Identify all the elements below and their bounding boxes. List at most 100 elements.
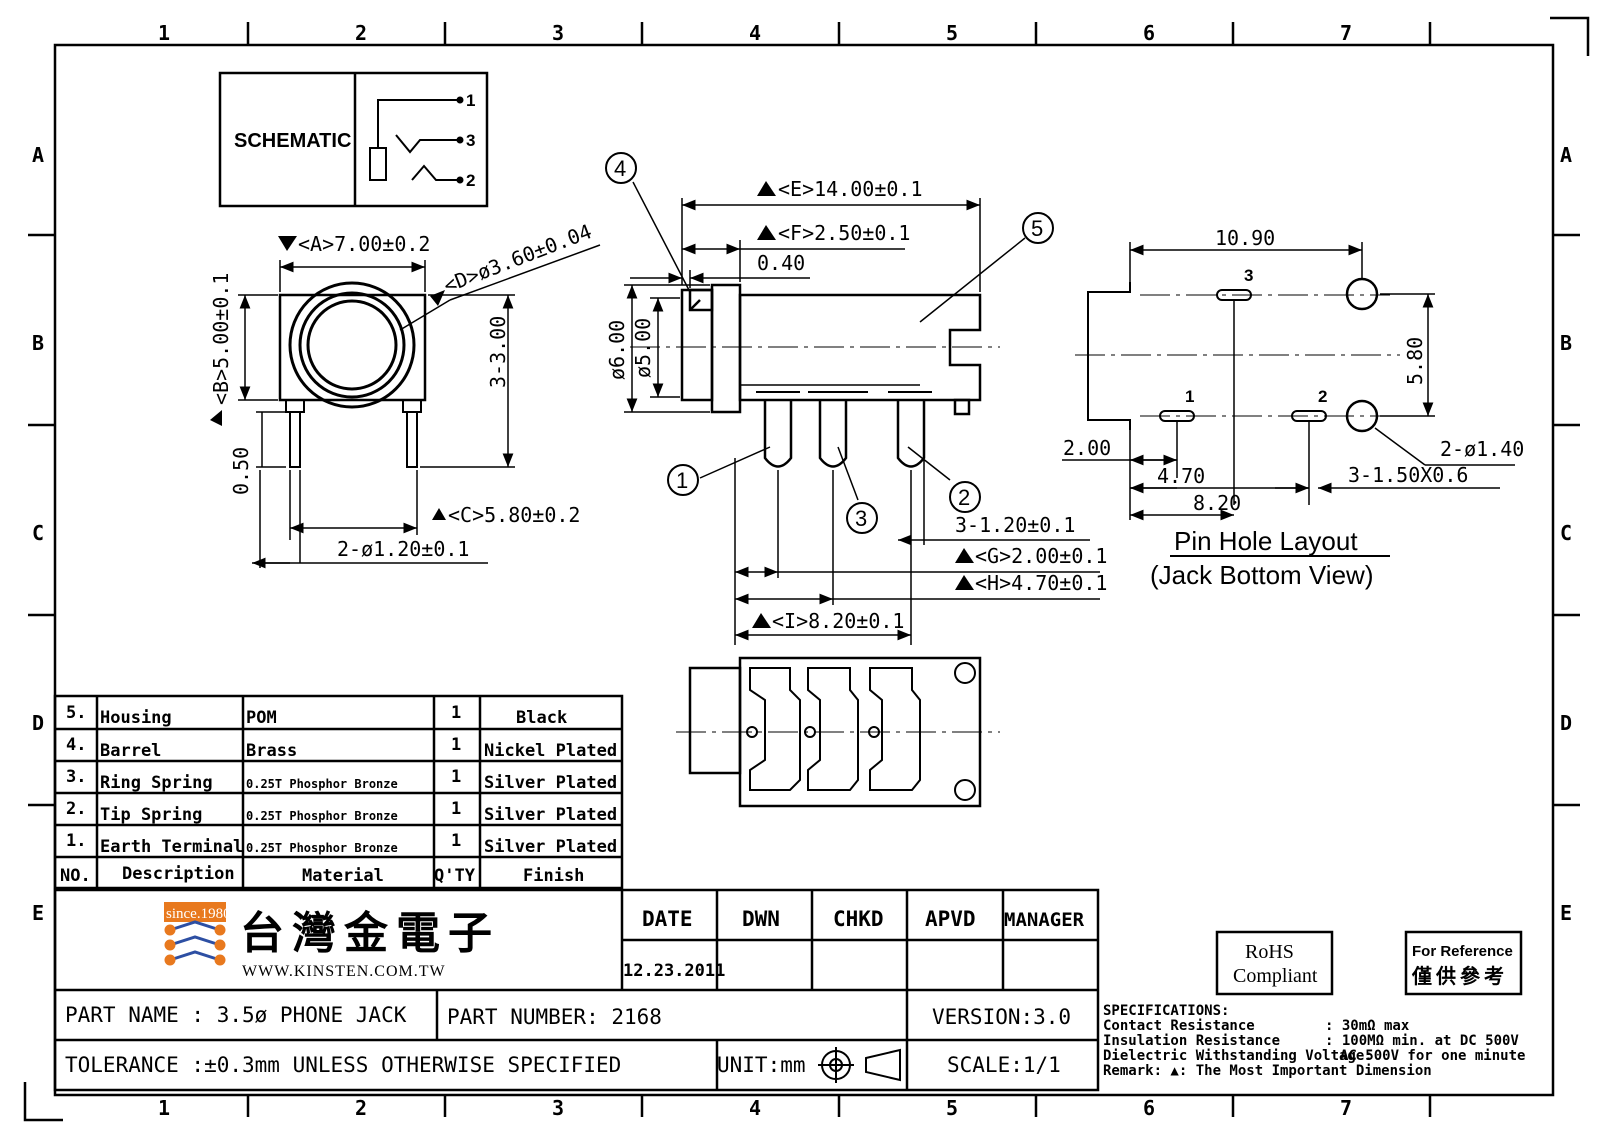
part-name: PART NAME : 3.5ø PHONE JACK (65, 1003, 407, 1027)
bom-row-5-no: 5. (66, 703, 86, 723)
spec-dielectric-label: Dielectric Withstanding Voltage: (1103, 1048, 1373, 1064)
col-manager: MANAGER (1004, 909, 1085, 931)
col-dwn: DWN (742, 907, 780, 931)
callout-4: 4 (614, 156, 626, 181)
callouts (605, 152, 1054, 534)
bom-row-5-mat: POM (246, 708, 277, 728)
bom-row-4-desc: Barrel (100, 741, 161, 761)
reference-badge: For Reference 僅供參考 (1404, 930, 1523, 996)
col-label-bottom-3: 3 (552, 1096, 564, 1120)
unit: UNIT:mm (717, 1053, 806, 1077)
schematic-pin-2: 2 (466, 171, 475, 190)
grid-labels: 1 2 3 4 5 6 7 1 2 3 4 5 6 7 A B C D E A … (32, 21, 1572, 1120)
dim-1090: 10.90 (1215, 226, 1275, 250)
schematic-symbol (369, 96, 464, 184)
col-label-top-6: 6 (1143, 21, 1155, 45)
col-chkd: CHKD (833, 907, 884, 931)
callout-5: 5 (1031, 216, 1043, 241)
row-label-right-c: C (1560, 521, 1572, 545)
dim-200: 2.00 (1063, 436, 1111, 460)
callout-2: 2 (958, 485, 970, 510)
bom-row-3-desc: Ring Spring (100, 773, 213, 793)
bom-header-material: Material (302, 866, 384, 886)
col-date: DATE (642, 907, 693, 931)
front-view: <A>7.00±0.2 <D>ø3.60±0.04 <B>5.00±0.1 3-… (209, 219, 601, 569)
bom-row-1-desc: Earth Terminal (100, 837, 243, 857)
bom-table: 5. Housing POM 1 Black 4. Barrel Brass 1… (53, 694, 624, 890)
bom-row-2-mat: 0.25T Phosphor Bronze (246, 809, 398, 823)
bom-header-no: NO. (60, 866, 91, 886)
bom-row-5-desc: Housing (100, 708, 172, 728)
dim-slot: 3-1.50X0.6 (1348, 463, 1468, 487)
bom-row-3-mat: 0.25T Phosphor Bronze (246, 777, 398, 791)
bom-header-finish: Finish (523, 866, 584, 886)
projection-symbol-icon (818, 1047, 901, 1083)
col-label-bottom-1: 1 (158, 1096, 170, 1120)
pin-label-1: 1 (1185, 387, 1194, 406)
reference-line-1: For Reference (1412, 943, 1513, 960)
dim-i: <I>8.20±0.1 (772, 609, 904, 633)
dim-pin-len: 0.50 (229, 447, 253, 495)
title-block: since.1980 台灣金電子 WWW.KINSTEN.COM.TW DATE… (53, 888, 1100, 1092)
specifications: SPECIFICATIONS: Contact Resistance : 30m… (1103, 1003, 1525, 1079)
dim-g: <G>2.00±0.1 (975, 544, 1107, 568)
row-label-left-b: B (32, 331, 44, 355)
col-label-bottom-2: 2 (355, 1096, 367, 1120)
bom-row-3-qty: 1 (451, 767, 461, 787)
row-label-left-d: D (32, 711, 44, 735)
row-label-right-e: E (1560, 901, 1572, 925)
bom-row-2-no: 2. (66, 799, 86, 819)
dim-height: 3-3.00 (486, 316, 510, 388)
bom-row-3-finish: Silver Plated (484, 773, 617, 793)
side-view: <E>14.00±0.1 <F>2.50±0.1 0.40 ø6.00 ø5.0… (605, 152, 1107, 645)
col-label-top-4: 4 (749, 21, 761, 45)
callout-1: 1 (676, 468, 688, 493)
logo-mark-icon (164, 920, 226, 966)
schematic-box: SCHEMATIC 1 3 2 (218, 71, 489, 208)
spec-insulation-label: Insulation Resistance (1103, 1033, 1280, 1049)
dim-c: <C>5.80±0.2 (448, 503, 580, 527)
spec-dielectric-value: AC 500V for one minute (1340, 1048, 1525, 1064)
spec-contact-label: Contact Resistance (1103, 1018, 1255, 1034)
dim-e: <E>14.00±0.1 (778, 177, 923, 201)
version: VERSION:3.0 (932, 1005, 1071, 1029)
pin-hole-layout: 10.90 5.80 2.00 4.70 8.20 2-ø1.40 3-1.50… (1062, 226, 1524, 590)
rohs-line-2: Compliant (1233, 965, 1318, 987)
bom-row-5-finish: Black (516, 708, 567, 728)
dim-d600: ø6.00 (605, 320, 629, 380)
pin-layout-subtitle: (Jack Bottom View) (1150, 560, 1373, 590)
bom-header-qty: Q'TY (434, 866, 476, 886)
col-label-bottom-4: 4 (749, 1096, 761, 1120)
scale: SCALE:1/1 (947, 1053, 1061, 1077)
col-apvd: APVD (925, 907, 976, 931)
spec-remark: Remark: ▲: The Most Important Dimension (1103, 1063, 1432, 1079)
bom-row-2-desc: Tip Spring (100, 805, 202, 825)
dim-h: <H>4.70±0.1 (975, 571, 1107, 595)
dim-580: 5.80 (1403, 337, 1427, 385)
bom-row-1-mat: 0.25T Phosphor Bronze (246, 841, 398, 855)
dim-f: <F>2.50±0.1 (778, 221, 910, 245)
col-label-bottom-6: 6 (1143, 1096, 1155, 1120)
row-label-left-e: E (32, 901, 44, 925)
dim-pin-dia: 2-ø1.20±0.1 (337, 537, 469, 561)
dim-470: 4.70 (1157, 464, 1205, 488)
col-label-bottom-5: 5 (946, 1096, 958, 1120)
row-label-right-a: A (1560, 143, 1572, 167)
dim-d: <D>ø3.60±0.04 (440, 219, 595, 298)
col-label-bottom-7: 7 (1340, 1096, 1352, 1120)
col-label-top-1: 1 (158, 21, 170, 45)
pin-layout-title: Pin Hole Layout (1174, 526, 1358, 556)
row-label-right-b: B (1560, 331, 1572, 355)
col-label-top-3: 3 (552, 21, 564, 45)
col-label-top-5: 5 (946, 21, 958, 45)
bom-row-4-qty: 1 (451, 735, 461, 755)
dim-a: <A>7.00±0.2 (298, 232, 430, 256)
pin-label-3: 3 (1244, 266, 1253, 285)
rohs-badge: RoHS Compliant (1215, 930, 1334, 996)
pin-label-2: 2 (1318, 387, 1327, 406)
dim-pin-width: 3-1.20±0.1 (955, 513, 1075, 537)
logo-since: since.1980 (166, 906, 231, 922)
bom-row-3-no: 3. (66, 767, 86, 787)
col-label-top-7: 7 (1340, 21, 1352, 45)
